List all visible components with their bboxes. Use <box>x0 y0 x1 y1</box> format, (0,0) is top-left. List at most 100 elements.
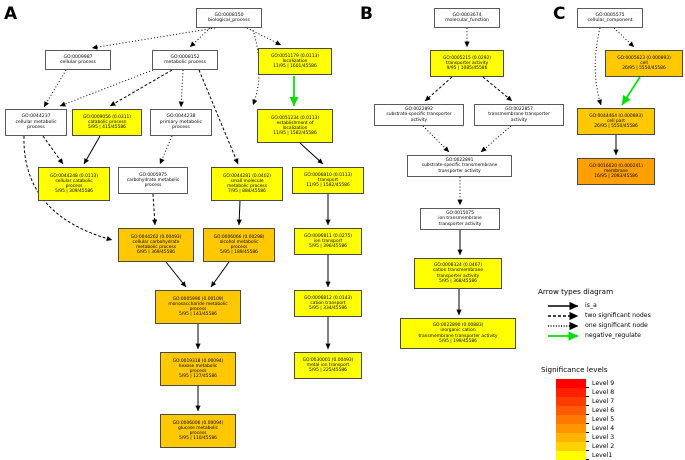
significance-tick <box>586 405 589 406</box>
significance-label-3: Level 3 <box>592 434 615 441</box>
significance-tick <box>586 450 589 451</box>
go-text-line: localization <box>282 58 308 64</box>
go-id: GO:0051234 (0.0113) <box>271 115 319 121</box>
significance-swatch-1 <box>556 451 586 460</box>
edge-0022892-0022891 <box>422 125 450 153</box>
panel-letter-b: B <box>360 4 373 24</box>
legend-label-is-a: is_a <box>585 302 597 309</box>
go-text-line: cellular_component <box>587 18 633 23</box>
significance-swatch-6 <box>556 406 586 415</box>
go-text-line: primary metabolic <box>159 119 203 125</box>
edge-0044238-0005975 <box>159 135 173 165</box>
go-text-line: 11/95 | 1582/45586 <box>273 131 317 137</box>
go-text-line: process <box>189 369 207 374</box>
go-id: GO:0005975 <box>139 172 167 178</box>
go-id: GO:0044248 (0.0113) <box>50 173 98 179</box>
edge-0008150-0009987 <box>91 27 216 50</box>
go-id: GO:0003674 <box>452 12 482 18</box>
go-id: GO:0044238 <box>166 114 196 120</box>
significance-swatch-8 <box>556 388 586 397</box>
go-text-line: alcohol metabolic <box>219 239 259 245</box>
edge-0005623-0044464 <box>621 76 641 106</box>
go-id: GO:0005215 (0.0292) <box>443 55 491 61</box>
go-text-line: carbohydrate metabolic <box>126 177 180 183</box>
go-text-line: membrane <box>603 168 629 174</box>
go-text-line: process <box>144 183 162 189</box>
go-text-line: process <box>189 431 207 436</box>
go-id: GO:0044281 (0.0402) <box>223 173 271 179</box>
go-id: GO:0005575 <box>595 12 625 18</box>
go-id: GO:0044464 (0.000893) <box>589 113 643 119</box>
edge-0008152-0044238 <box>178 69 184 108</box>
go-text-line: 11/95 | 1582/45586 <box>306 183 350 189</box>
go-text-line: process <box>172 125 190 131</box>
go-text-line: cell part <box>607 118 625 124</box>
edge-0009987-0044237 <box>43 69 67 108</box>
legend-label-one-significant-node: one significant node <box>585 322 648 329</box>
go-id: GO:0009987 <box>63 54 93 60</box>
go-text-line: process <box>65 184 83 189</box>
go-text-line: inorganic cation <box>440 328 476 334</box>
legend-significance-title: Significance levels <box>541 365 608 374</box>
go-text-line: 5/95 | 309/45586 <box>55 189 93 195</box>
edge-0006066-0005996 <box>210 261 230 288</box>
go-text-line: 5/95 | 127/45586 <box>179 374 217 380</box>
go-text-line: 5/95 | 189/45586 <box>220 250 258 256</box>
go-text-line: metabolic process <box>164 60 206 65</box>
edge-0051234-0006810 <box>299 142 324 165</box>
go-text-line: cellular process <box>60 60 96 65</box>
go-node-go-0005996[interactable]: GO:0005996 (0.00109)monosaccharide metab… <box>155 290 241 324</box>
go-text-line: substrate-specific transporter <box>386 112 452 118</box>
go-node-go-0044262[interactable]: GO:0044262 (0.00493)cellular carbohydrat… <box>118 228 194 262</box>
edge-0008152-0009056 <box>109 69 173 107</box>
go-text-line: biological_process <box>208 18 250 23</box>
significance-swatch-4 <box>556 424 586 433</box>
go-id: GO:0005996 (0.00109) <box>172 296 224 302</box>
go-text-line: transporter activity <box>436 273 480 279</box>
go-id: GO:0044237 <box>21 114 51 120</box>
go-text-line: 5/95 | 110/45586 <box>179 436 217 442</box>
go-text-line: 5/95 | 143/45586 <box>179 312 217 318</box>
go-text-line: ion transport <box>313 238 343 244</box>
significance-label-6: Level 6 <box>592 407 615 414</box>
go-text-line: transmembrane transporter <box>488 112 550 118</box>
go-text-line: transporter activity <box>438 221 482 227</box>
go-id: GO:0051179 (0.0113) <box>271 53 319 59</box>
go-text-line: process <box>189 307 207 312</box>
edge-0044262-0005996 <box>165 261 187 288</box>
go-id: GO:0005623 (0.000893) <box>617 55 671 61</box>
edge-0009056-0044248 <box>83 135 101 165</box>
go-text-line: transporter activity <box>438 168 481 174</box>
